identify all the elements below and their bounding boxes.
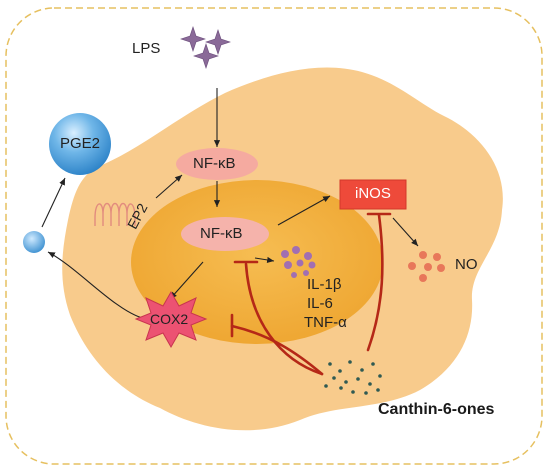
canthin-label: Canthin-6-ones — [378, 401, 495, 418]
arrow-inos-to-no — [392, 217, 419, 247]
canthin-dots — [324, 360, 382, 395]
arrow-nfkb-to-inos — [277, 195, 331, 226]
inhibition-to-nfkb — [244, 262, 324, 376]
inos-box — [339, 179, 407, 210]
arrow-cox2-to-sphere — [47, 251, 143, 319]
no-label: NO — [455, 256, 478, 273]
cytokine-il6-label: IL-6 — [307, 295, 333, 312]
cytokine-tnfa-label: TNF-α — [304, 314, 347, 331]
cytokine-dots — [281, 246, 316, 278]
arrow-sphere-to-pge2 — [41, 177, 66, 228]
nfkb-nucleus-pill — [181, 217, 269, 251]
nfkb-cytoplasm-pill — [176, 148, 258, 180]
ep2-receptor-icon — [94, 202, 136, 226]
no-dots — [408, 251, 445, 282]
arrow-nfkb-to-cox2 — [169, 261, 204, 300]
inos-label: iNOS — [355, 185, 391, 202]
pge2-small-sphere-icon — [23, 231, 45, 253]
lps-icon — [180, 26, 231, 69]
cox2-label: COX2 — [150, 311, 189, 327]
cytokine-il1b-label: IL-1β — [307, 276, 342, 293]
cox2-starburst — [134, 290, 208, 349]
lps-label: LPS — [132, 40, 161, 57]
nfkb-nucleus-label: NF-κB — [200, 225, 243, 242]
pge2-sphere — [49, 113, 111, 175]
arrow-ep2-to-nfkb — [155, 174, 183, 199]
inhibition-to-cox2 — [230, 324, 324, 376]
diagram-frame — [5, 7, 543, 465]
inhibition-to-inos — [366, 213, 384, 352]
pge2-label: PGE2 — [60, 135, 101, 152]
arrow-nfkb-to-cytokines — [254, 256, 275, 263]
nfkb-cytoplasm-label: NF-κB — [193, 155, 236, 172]
